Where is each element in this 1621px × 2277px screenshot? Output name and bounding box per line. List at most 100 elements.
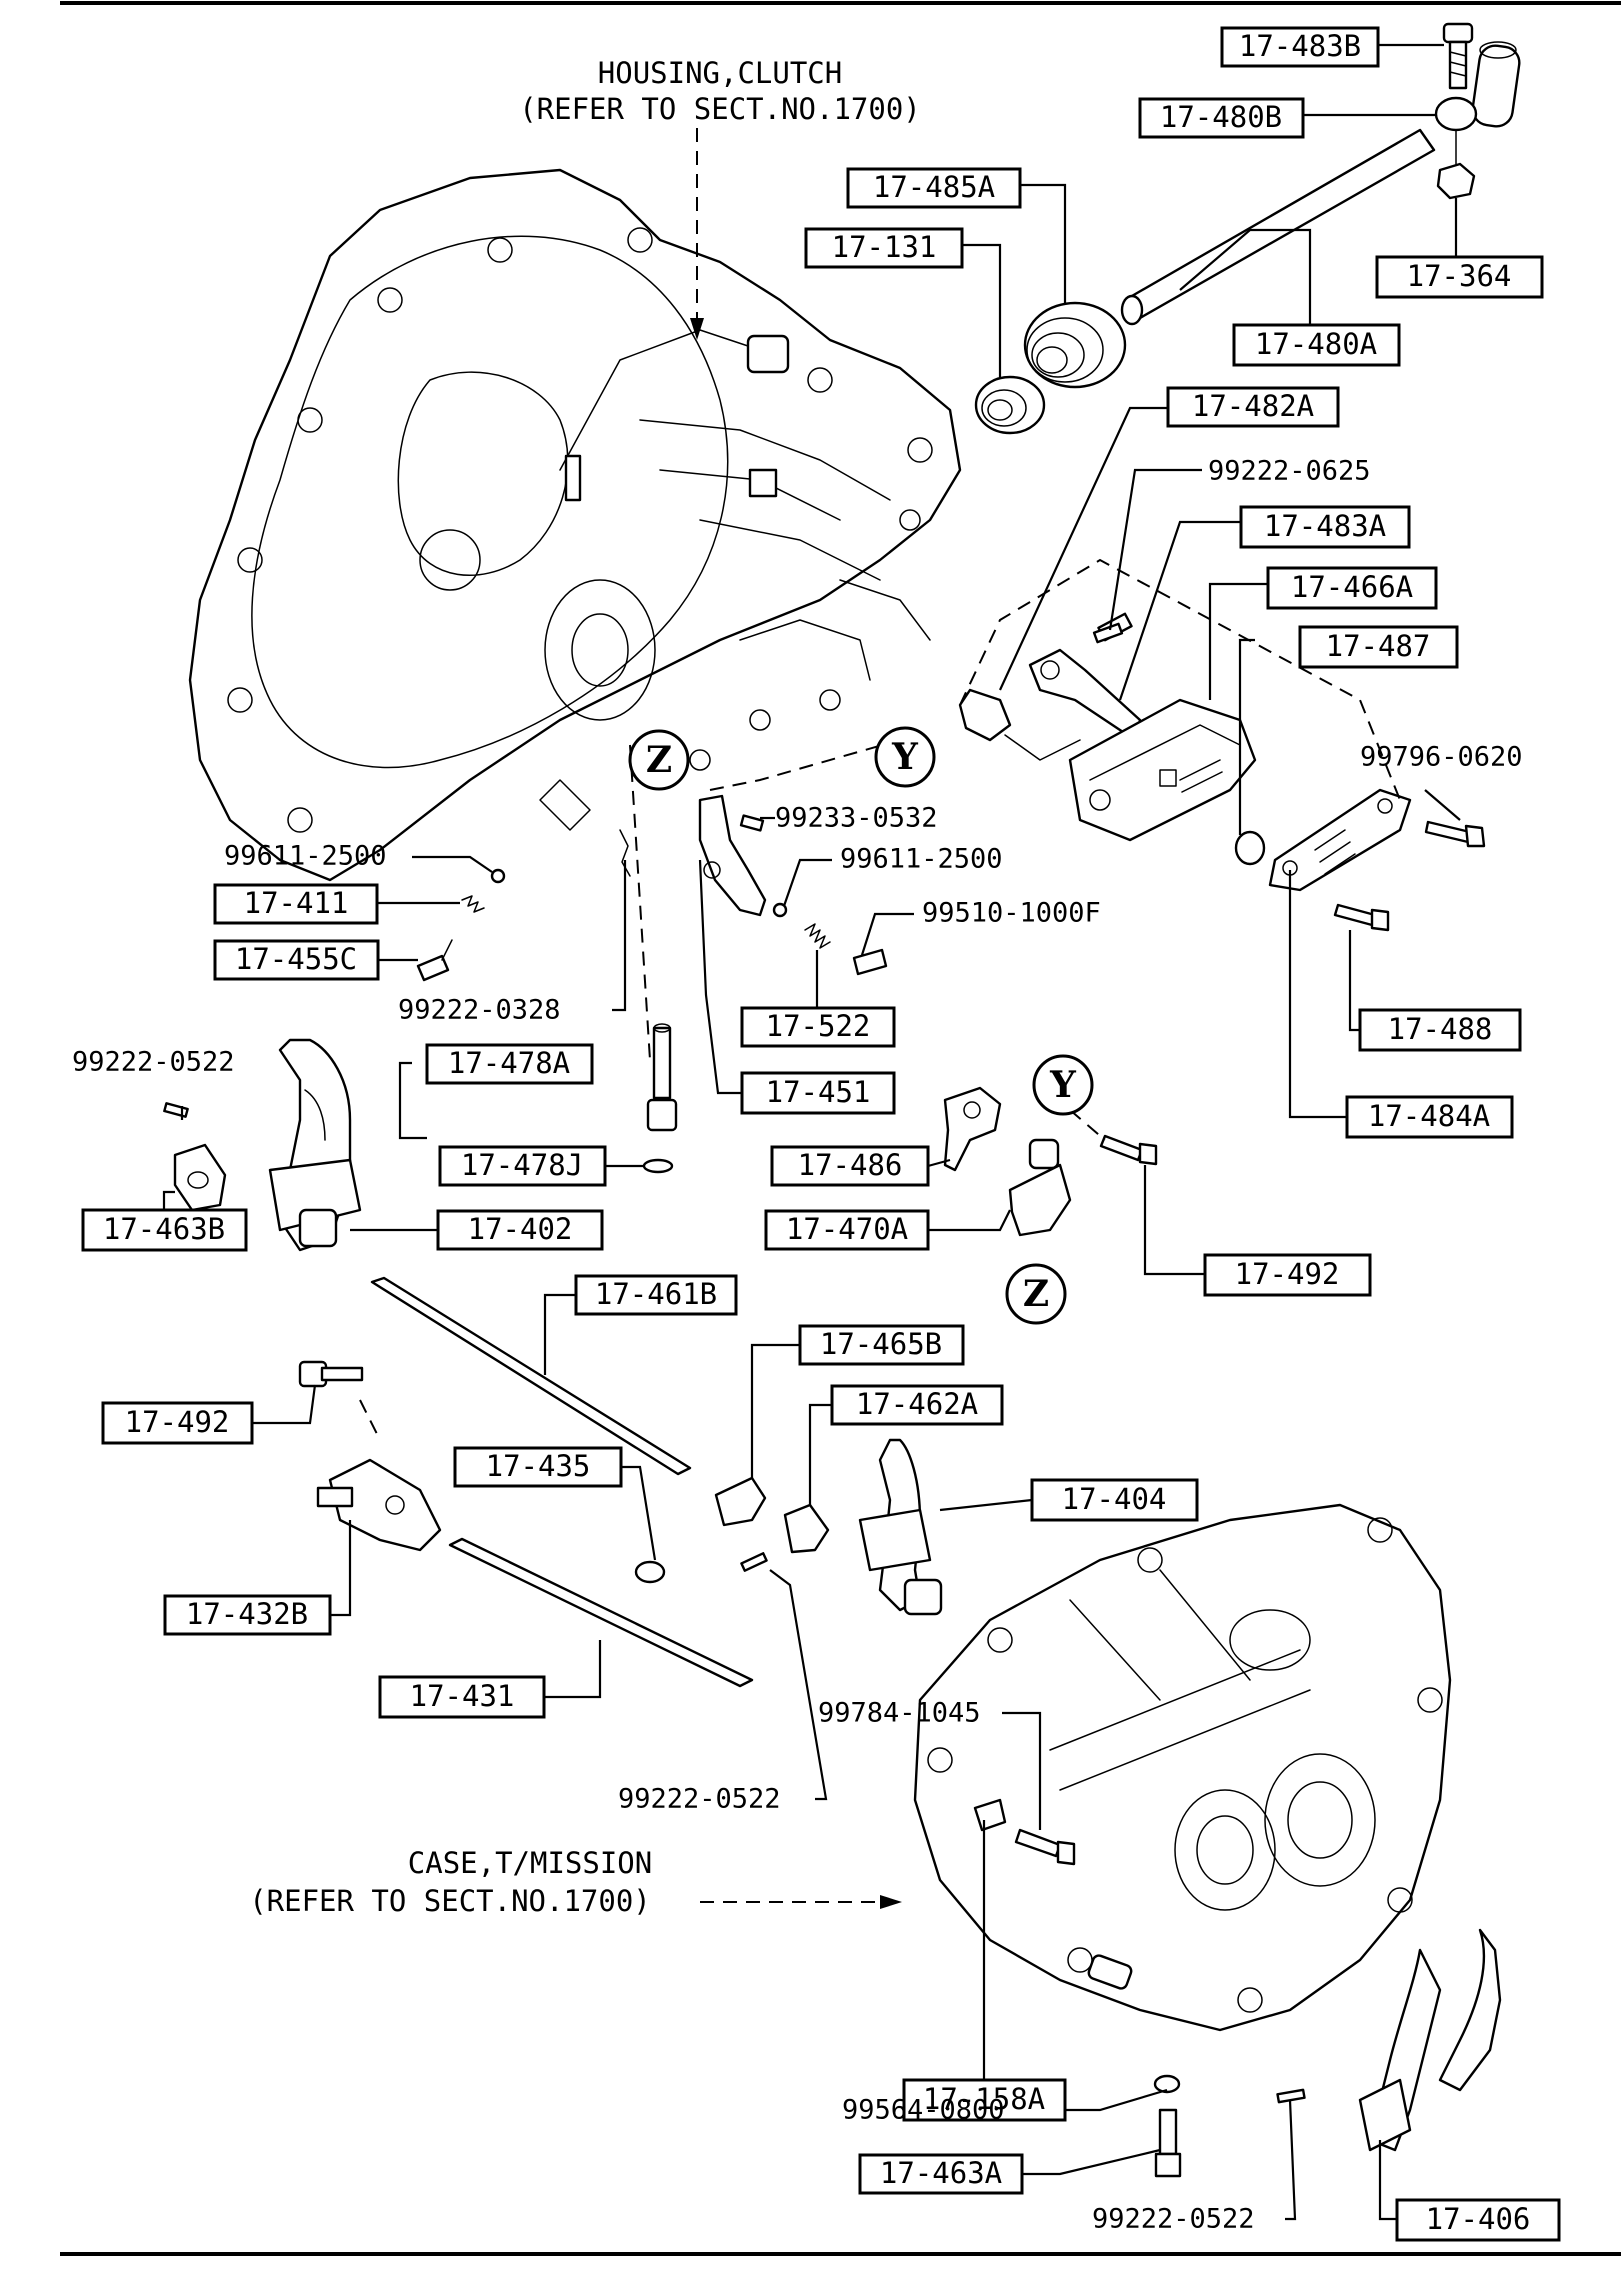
callout-17-431: 17-431 (378, 1675, 546, 1719)
callout-17-364: 17-364 (1375, 255, 1544, 299)
pin-99233-0532-drawing (739, 814, 765, 832)
svg-text:17-470A: 17-470A (786, 1212, 908, 1246)
fork-17-406-drawing (1358, 1928, 1502, 2152)
svg-text:17-478A: 17-478A (448, 1046, 570, 1080)
svg-text:17-432B: 17-432B (186, 1597, 308, 1631)
svg-text:17-462A: 17-462A (856, 1387, 978, 1421)
label-99796-0620: 99796-0620 (1360, 742, 1523, 773)
svg-text:17-431: 17-431 (410, 1679, 515, 1713)
marker-z-bottom: Z (1005, 1263, 1067, 1325)
housing-note-line2: (REFER TO SECT.NO.1700) (519, 92, 921, 126)
washer-99564-0800-drawing (1153, 2074, 1181, 2094)
boot-17-485A-drawing (1023, 301, 1127, 389)
label-99510-1000F: 99510-1000F (922, 898, 1101, 929)
callout-17-435: 17-435 (453, 1446, 623, 1488)
ring-17-478J-drawing (642, 1158, 674, 1174)
housing-note-line1: HOUSING,CLUTCH (598, 56, 842, 90)
callout-17-487: 17-487 (1298, 625, 1459, 669)
svg-text:17-483B: 17-483B (1239, 29, 1361, 63)
ball-99611-2500-right (772, 902, 788, 918)
svg-text:17-402: 17-402 (468, 1212, 573, 1246)
rod-17-431-drawing (448, 1537, 754, 1688)
pin-99222-0522-top-drawing (163, 1102, 189, 1118)
bolt-17-492-right-drawing (1099, 1134, 1158, 1166)
callout-17-483B: 17-483B (1220, 26, 1380, 68)
pin-99222-0625-drawing (1092, 622, 1124, 644)
svg-text:17-492: 17-492 (1235, 1257, 1340, 1291)
svg-text:17-492: 17-492 (125, 1405, 230, 1439)
marker-y-right: Y (1032, 1054, 1094, 1116)
clip-17-435-drawing (634, 1560, 666, 1584)
callout-17-451: 17-451 (740, 1071, 896, 1115)
callout-17-486: 17-486 (770, 1145, 930, 1187)
bushing-17-487-drawing (1234, 830, 1266, 866)
spring-17-522-drawing (804, 923, 831, 949)
callout-17-404: 17-404 (1030, 1478, 1199, 1522)
svg-text:Z: Z (646, 739, 672, 781)
bolt-99784-1045-drawing (1014, 1828, 1076, 1866)
svg-text:17-131: 17-131 (832, 230, 937, 264)
bolt-99796-0620-drawing (1424, 820, 1486, 848)
callout-17-480B: 17-480B (1138, 97, 1305, 139)
svg-text:17-461B: 17-461B (595, 1277, 717, 1311)
clutch-housing-drawing (188, 168, 962, 882)
callout-17-406: 17-406 (1395, 2198, 1561, 2242)
block-17-465B-drawing (714, 1476, 767, 1527)
svg-text:17-466A: 17-466A (1291, 570, 1413, 604)
svg-text:17-451: 17-451 (766, 1075, 871, 1109)
bushing-17-131-drawing (974, 375, 1046, 435)
label-99222-0328: 99222-0328 (398, 995, 561, 1026)
svg-text:17-483A: 17-483A (1264, 509, 1386, 543)
callout-17-158A: 17-158A (902, 2078, 1067, 2122)
bolt-17-483B-drawing (1442, 22, 1474, 90)
dash-center (709, 739, 901, 791)
callout-17-480A: 17-480A (1232, 323, 1401, 367)
label-99611-2500-right: 99611-2500 (840, 844, 1003, 875)
cap-17-470A-drawing (1008, 1138, 1072, 1237)
callout-17-485A: 17-485A (846, 167, 1022, 209)
label-99784-1045: 99784-1045 (818, 1698, 981, 1729)
case-note-line2: (REFER TO SECT.NO.1700) (249, 1884, 651, 1918)
svg-text:17-404: 17-404 (1062, 1482, 1167, 1516)
callout-17-522: 17-522 (740, 1006, 896, 1048)
callout-17-432B: 17-432B (163, 1594, 332, 1636)
block-17-463B-drawing (173, 1143, 227, 1212)
block-17-462A-drawing (783, 1503, 830, 1554)
fork-17-404-drawing (858, 1438, 943, 1616)
svg-text:17-411: 17-411 (244, 886, 349, 920)
pin-99222-0522-mid-drawing (740, 1552, 768, 1572)
transmission-case-drawing (913, 1503, 1452, 2032)
svg-text:17-465B: 17-465B (820, 1327, 942, 1361)
callout-17-484A: 17-484A (1345, 1095, 1514, 1139)
joint-17-480B-drawing (1434, 41, 1521, 132)
label-99611-2500-left: 99611-2500 (224, 841, 387, 872)
callout-17-463A: 17-463A (858, 2153, 1024, 2195)
callout-17-455C: 17-455C (213, 939, 380, 981)
svg-text:17-488: 17-488 (1388, 1012, 1493, 1046)
svg-text:17-486: 17-486 (798, 1148, 903, 1182)
svg-text:17-484A: 17-484A (1368, 1099, 1490, 1133)
callout-17-402: 17-402 (436, 1209, 604, 1251)
dash-left-bolt (359, 1399, 381, 1441)
callout-17-470A: 17-470A (764, 1209, 930, 1251)
svg-text:17-482A: 17-482A (1192, 389, 1314, 423)
label-99233-0532: 99233-0532 (775, 803, 938, 834)
svg-text:Y: Y (891, 736, 919, 778)
plug-99510-1000F-drawing (852, 948, 888, 976)
svg-text:17-480A: 17-480A (1255, 327, 1377, 361)
spring-17-411-drawing (461, 895, 485, 913)
callout-17-483A: 17-483A (1239, 505, 1411, 549)
nut-17-364-drawing (1436, 129, 1476, 200)
dash-y-to-bolt (1069, 1109, 1106, 1141)
marker-y-left: Y (874, 726, 936, 788)
callout-17-482A: 17-482A (1166, 386, 1340, 428)
ball-99611-2500-left (490, 868, 506, 884)
svg-text:17-478J: 17-478J (461, 1148, 583, 1182)
case-note-arrow (880, 1895, 902, 1909)
callout-17-461B: 17-461B (574, 1274, 738, 1316)
svg-text:17-435: 17-435 (486, 1449, 591, 1483)
plug-17-455C-drawing (416, 939, 453, 982)
svg-text:17-364: 17-364 (1407, 259, 1512, 293)
